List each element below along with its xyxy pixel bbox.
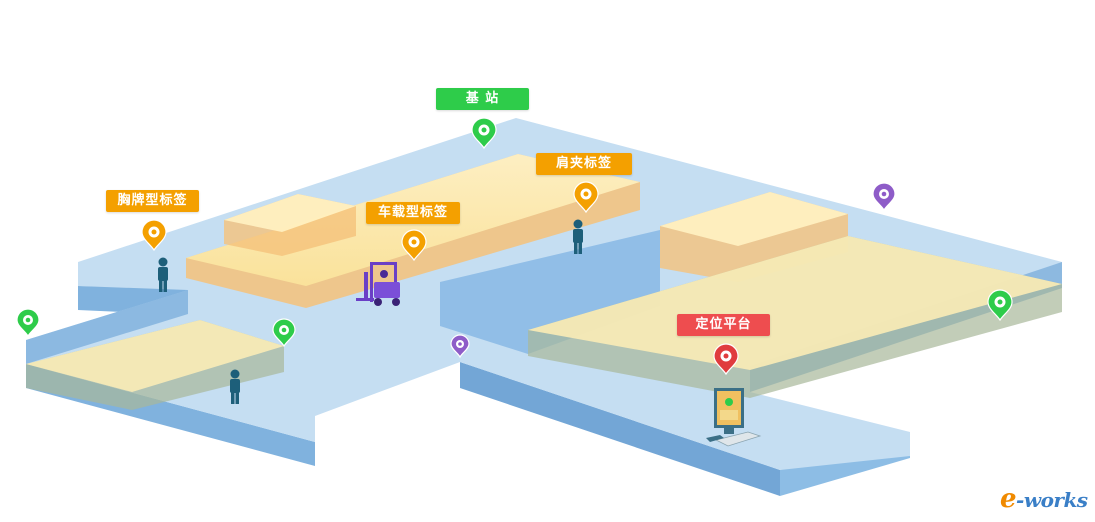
floor-inner-wall bbox=[26, 290, 188, 364]
map-pin-icon[interactable] bbox=[987, 289, 1013, 322]
map-pin-icon[interactable] bbox=[141, 219, 167, 252]
vehicle-tag-label: 车载型标签 bbox=[366, 202, 460, 224]
map-pin-icon[interactable] bbox=[272, 318, 296, 348]
base-station-label: 基 站 bbox=[436, 88, 529, 110]
storage-block-left bbox=[26, 320, 284, 410]
person-icon bbox=[230, 369, 240, 404]
map-pin-icon[interactable] bbox=[16, 308, 40, 338]
map-pin-icon[interactable] bbox=[713, 343, 739, 376]
badge-tag-label: 胸牌型标签 bbox=[106, 190, 199, 212]
person-icon bbox=[158, 257, 168, 292]
map-pin-icon[interactable] bbox=[471, 117, 497, 150]
floor-side-face bbox=[460, 362, 780, 496]
map-pin-icon[interactable] bbox=[872, 182, 896, 212]
map-pin-icon[interactable] bbox=[401, 229, 427, 262]
map-pin-icon[interactable] bbox=[450, 334, 470, 359]
map-pin-icon[interactable] bbox=[573, 181, 599, 214]
shoulder-tag-label: 肩夹标签 bbox=[536, 153, 632, 175]
positioning-platform-label: 定位平台 bbox=[677, 314, 770, 336]
eworks-logo: e-works bbox=[1000, 484, 1088, 514]
forklift-icon bbox=[356, 262, 400, 306]
storage-block-small bbox=[224, 194, 356, 256]
computer-icon bbox=[706, 388, 762, 447]
person-icon bbox=[573, 219, 583, 254]
storage-block-right-lower bbox=[528, 236, 1062, 398]
